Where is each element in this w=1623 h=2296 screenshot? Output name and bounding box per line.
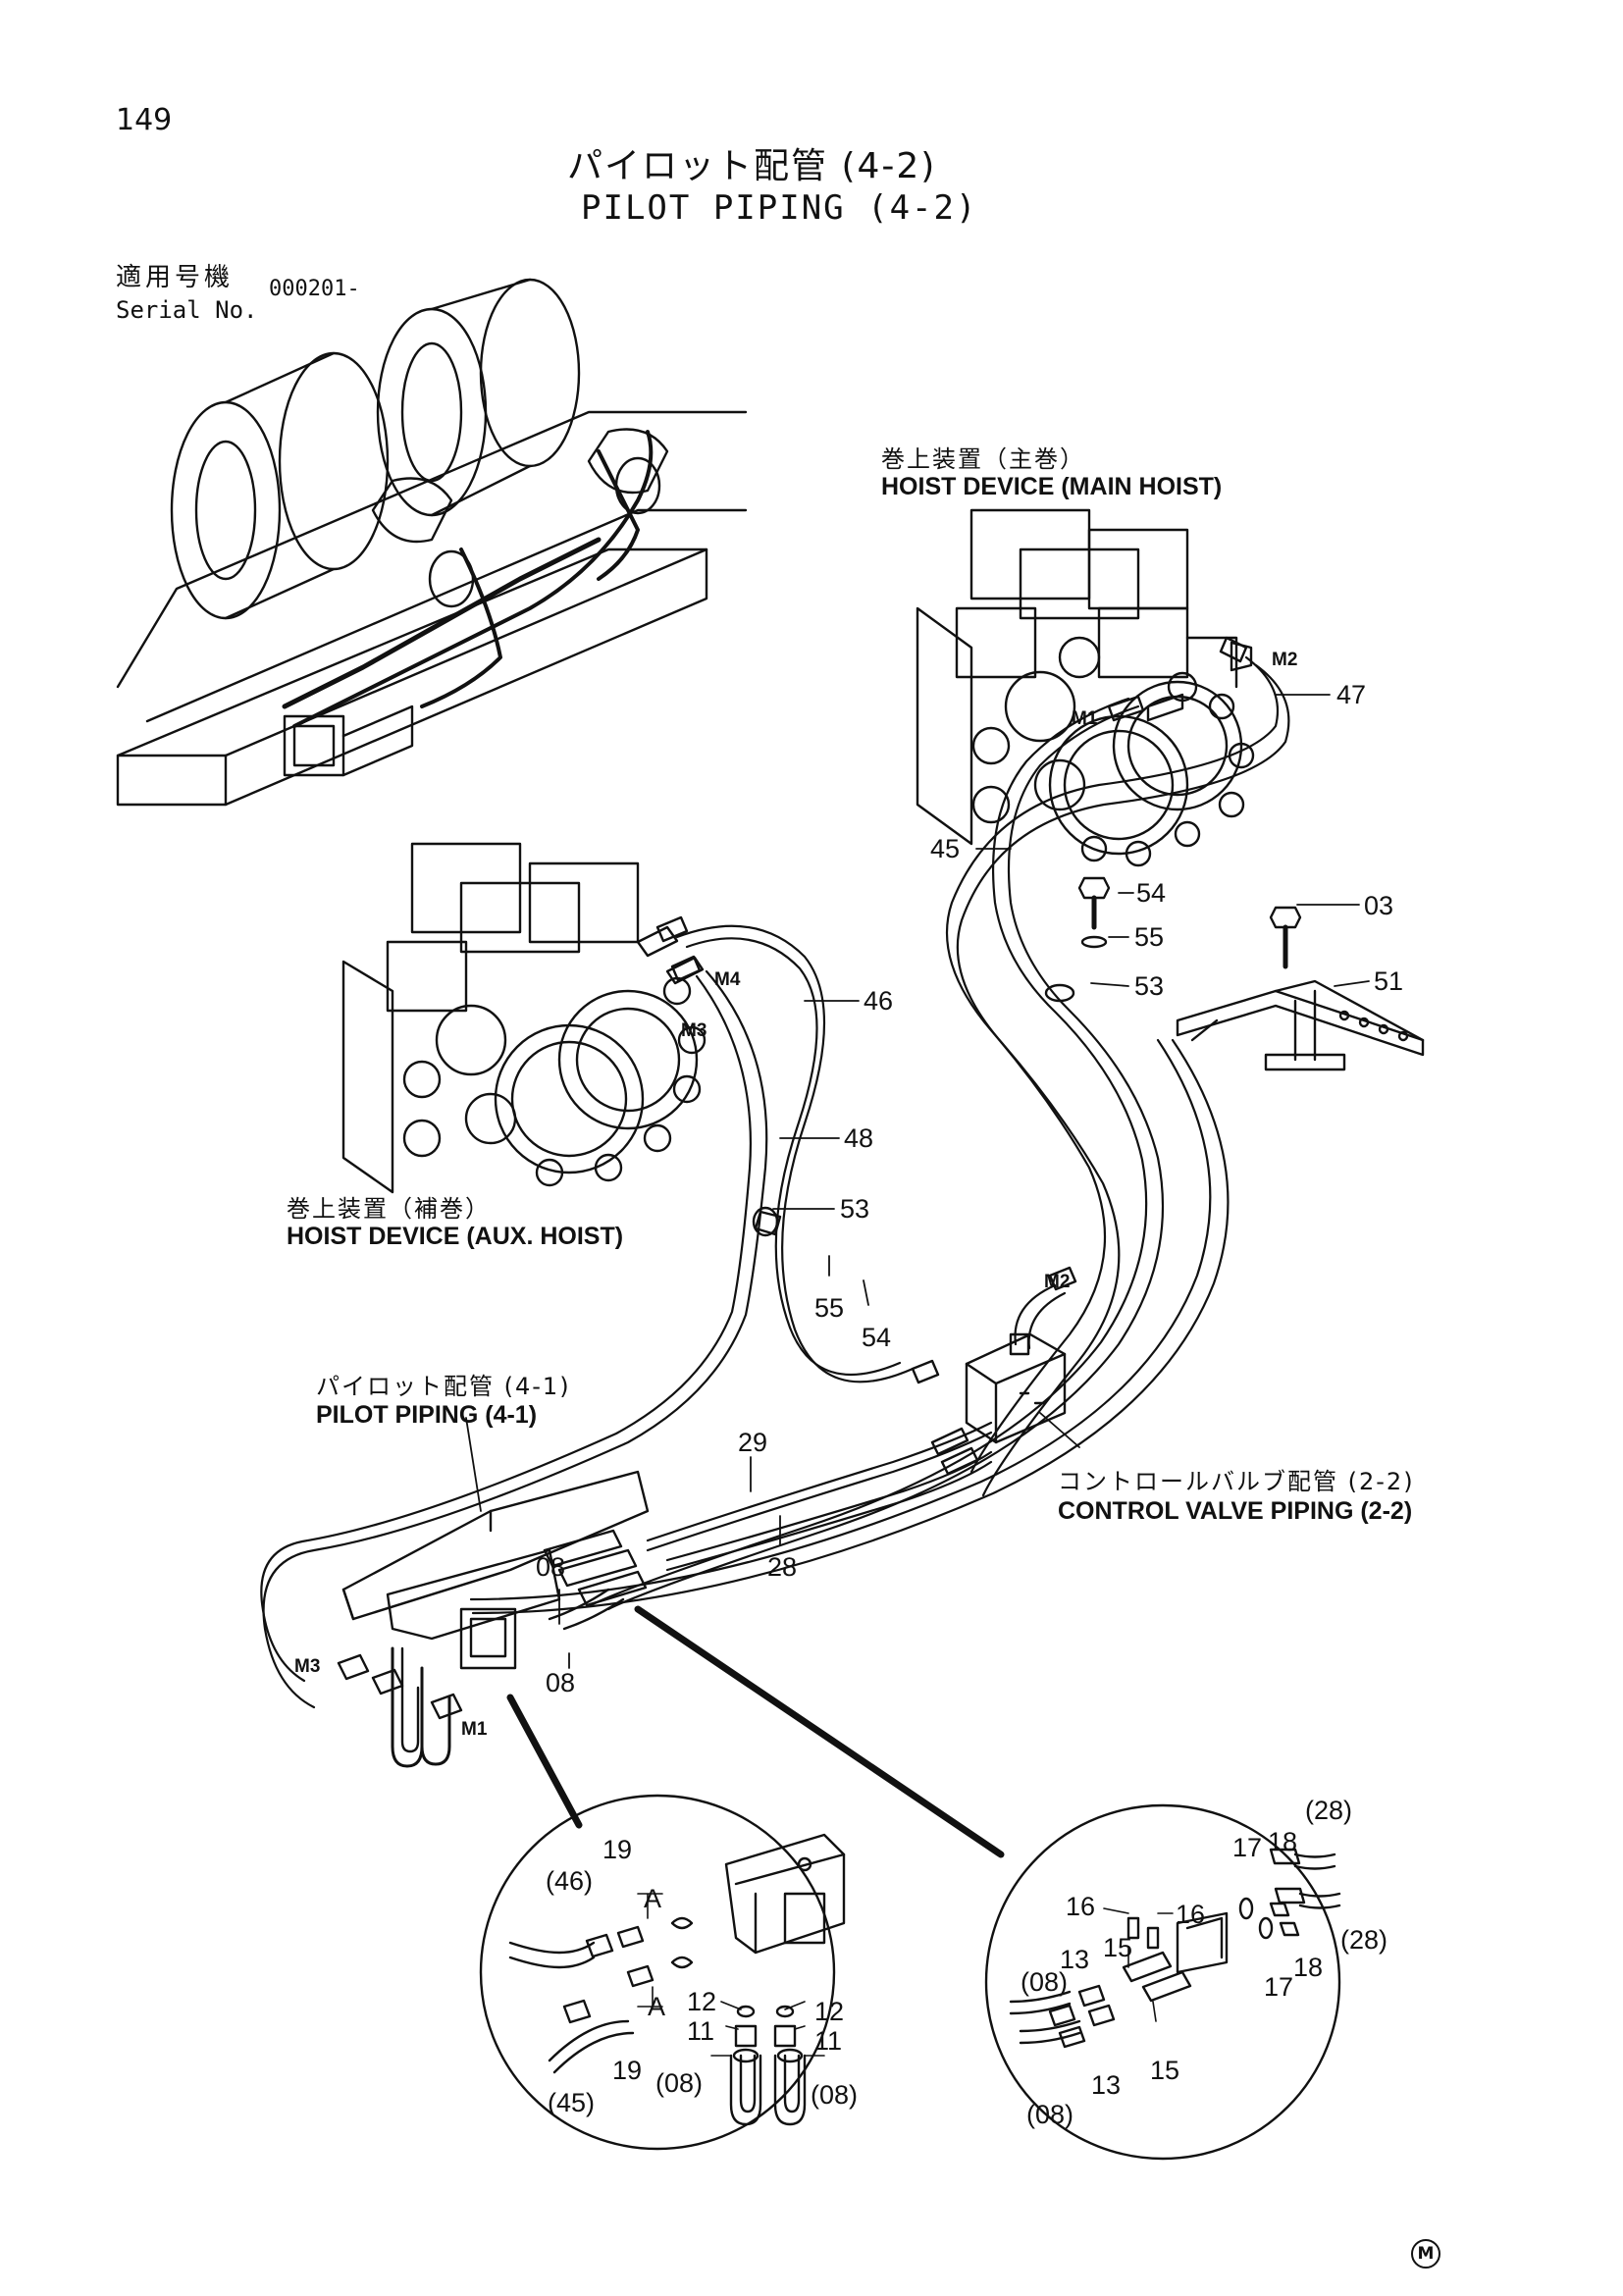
page-number: 149 (116, 103, 173, 137)
part-28: 28 (767, 1552, 798, 1582)
part-48: 48 (844, 1123, 874, 1153)
detail-right-17-top: 17 (1232, 1833, 1263, 1862)
detail-right-13-bottom: 13 (1091, 2070, 1122, 2100)
page-title-jp: パイロット配管 (4-2) (567, 146, 937, 186)
detail-left-08-right: (08) (811, 2080, 859, 2110)
part-55-mid: 55 (814, 1293, 845, 1323)
pilot-piping-label-jp: パイロット配管 (4-1) (316, 1373, 571, 1400)
part-46: 46 (864, 986, 894, 1016)
part-55-top: 55 (1134, 922, 1165, 952)
port-m1-main: M1 (1072, 708, 1098, 729)
detail-right-13-top: 13 (1060, 1945, 1090, 1974)
page-title-en: PILOT PIPING (4-2) (581, 188, 978, 228)
pilot-piping-label-en: PILOT PIPING (4-1) (316, 1401, 538, 1429)
control-valve-block (930, 1332, 1067, 1476)
port-m2-valve: M2 (1044, 1272, 1071, 1292)
serial-value: 000201- (269, 277, 360, 301)
detail-right-08-top: (08) (1021, 1967, 1069, 1997)
detail-right-08-bottom: (08) (1026, 2100, 1074, 2129)
part-51: 51 (1374, 966, 1404, 996)
port-m3-aux: M3 (681, 1020, 707, 1041)
part-03: 03 (1364, 891, 1394, 920)
part-29: 29 (738, 1428, 768, 1457)
control-valve-label-en: CONTROL VALVE PIPING (2-2) (1058, 1497, 1413, 1525)
hose-fittings (655, 636, 1248, 1384)
main-hoist-device (916, 508, 1255, 867)
part-54-top: 54 (1136, 878, 1167, 908)
detail-left-12-left: 12 (687, 1987, 717, 2016)
detail-right-15-bottom: 15 (1150, 2056, 1180, 2085)
detail-left-46: (46) (546, 1866, 594, 1896)
detail-left-a-bottom: A (648, 1992, 666, 2021)
detail-right-16-left: 16 (1066, 1892, 1096, 1921)
detail-left-45: (45) (548, 2088, 596, 2117)
main-hoist-label-jp: 巻上装置（主巻） (881, 445, 1085, 473)
detail-right-15-top: 15 (1103, 1933, 1133, 1962)
corner-mark-logo: M (1411, 2239, 1440, 2269)
detail-circle-right (984, 1803, 1341, 2161)
part-53-mid: 53 (840, 1194, 870, 1224)
part-45: 45 (930, 834, 961, 863)
aux-hoist-label-en: HOIST DEVICE (AUX. HOIST) (287, 1223, 624, 1250)
main-hoist-label-en: HOIST DEVICE (MAIN HOIST) (881, 473, 1223, 500)
winch-drum-assembly (116, 278, 748, 807)
corner-mark-letter: M (1417, 2244, 1435, 2264)
detail-right-28-bottom: (28) (1340, 1925, 1388, 1955)
detail-circle-left (479, 1794, 846, 2151)
detail-left-12-right: 12 (814, 1997, 845, 2026)
detail-right-18-top: 18 (1268, 1827, 1298, 1856)
detail-right-16-right: 16 (1176, 1900, 1206, 1929)
pilot-hoses (260, 655, 1290, 1709)
detail-right-17-bottom: 17 (1264, 1972, 1294, 2002)
detail-left-08-left: (08) (655, 2068, 704, 2098)
part-54-mid: 54 (862, 1323, 892, 1352)
port-m2-main: M2 (1272, 650, 1298, 670)
detail-left-11-right: 11 (814, 2026, 843, 2056)
bracket-51 (1176, 906, 1425, 1071)
part-08-upper: 08 (536, 1552, 566, 1582)
serial-label-en: Serial No. (116, 296, 258, 324)
pilot-block-assembly (337, 1470, 650, 1768)
detail-right-18-bottom: 18 (1293, 1953, 1324, 1982)
detail-left-19-bottom: 19 (612, 2056, 643, 2085)
aux-hoist-label-jp: 巻上装置（補巻） (287, 1195, 491, 1223)
aux-hoist-device (341, 842, 707, 1194)
part-53-top: 53 (1134, 971, 1165, 1001)
detail-left-a-top: A (644, 1884, 662, 1913)
control-valve-label-jp: コントロールバルブ配管 (2-2) (1058, 1468, 1415, 1495)
leader-lines (465, 694, 1370, 1858)
bolt-54-top (1077, 876, 1111, 949)
port-m1-pilot: M1 (461, 1719, 488, 1740)
detail-left-19-top: 19 (602, 1835, 633, 1864)
port-m3-pilot: M3 (294, 1656, 321, 1677)
part-08-lower: 08 (546, 1668, 576, 1697)
serial-label-jp: 適用号機 (116, 263, 235, 292)
port-m4-aux: M4 (714, 969, 741, 990)
part-47: 47 (1336, 680, 1367, 709)
detail-right-28-top: (28) (1305, 1796, 1353, 1825)
detail-left-11-left: 11 (687, 2016, 715, 2046)
